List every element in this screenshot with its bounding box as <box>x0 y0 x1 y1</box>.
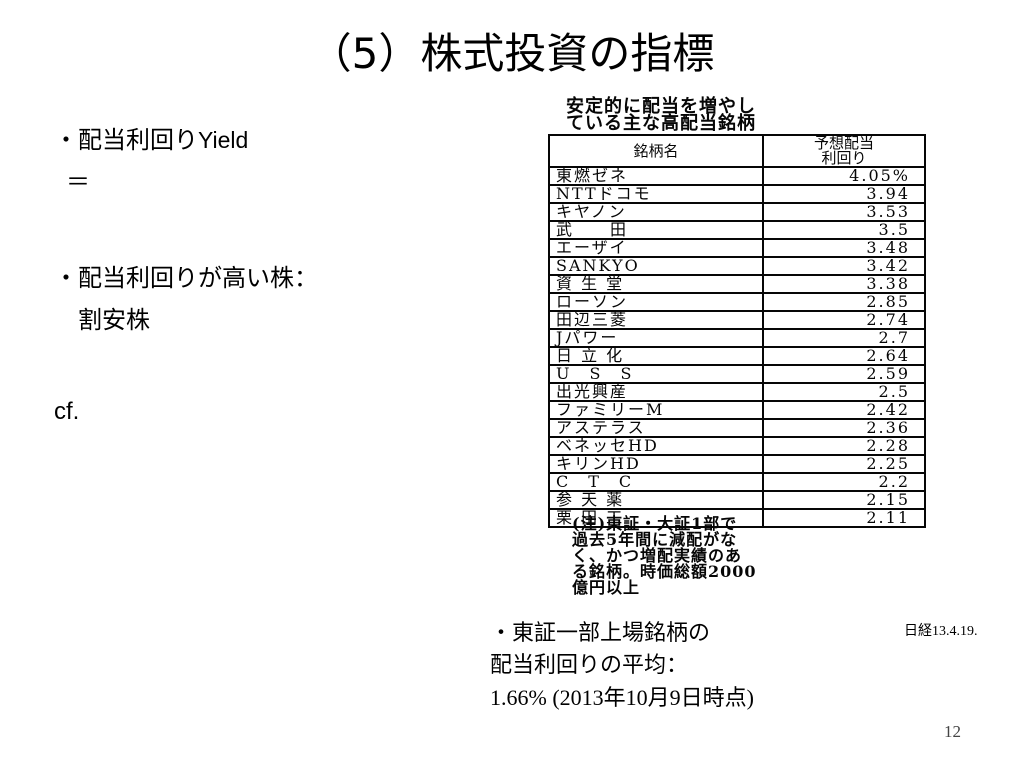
source-citation: 日経13.4.19. <box>904 624 978 639</box>
page-number: 12 <box>944 722 961 741</box>
stock-name: C T C <box>548 472 764 492</box>
stock-name: 栗 田 工 <box>548 508 764 528</box>
dividend-yield-value: 3.94 <box>762 184 926 204</box>
stock-name: アステラス <box>548 418 764 438</box>
dividend-yield-value: 2.28 <box>762 436 926 456</box>
equals-sign: ＝ <box>66 168 90 196</box>
stock-name: 出光興産 <box>548 382 764 402</box>
clipping-heading-line2: ている主な高配当銘柄 <box>566 113 756 134</box>
clipping-note-line5: 億円以上 <box>572 578 641 597</box>
stock-name: 東燃ゼネ <box>548 166 764 186</box>
bullet-yield-latin: Yield <box>198 127 249 153</box>
average-line2: 配当利回りの平均： <box>490 653 689 678</box>
stock-name: NTTドコモ <box>548 184 764 204</box>
dividend-yield-value: 2.36 <box>762 418 926 438</box>
stock-name: キヤノン <box>548 202 764 222</box>
clipping-heading: 安定的に配当を増やし ている主な高配当銘柄 <box>566 96 926 134</box>
clipping-note-line3: く、かつ増配実績のあ <box>572 546 743 565</box>
stock-name: U S S <box>548 364 764 384</box>
bullet-cf: cf. <box>54 398 80 425</box>
bullet-cheap-stock: 割安株 <box>78 306 150 334</box>
stock-name: ローソン <box>548 292 764 312</box>
stock-name: ファミリーM <box>548 400 764 420</box>
dividend-yield-value: 2.64 <box>762 346 926 366</box>
col-header-name: 銘柄名 <box>548 134 764 168</box>
clipping-note-line2: 過去5年間に減配がな <box>572 530 738 549</box>
stock-name: 武 田 <box>548 220 764 240</box>
dividend-yield-value: 3.42 <box>762 256 926 276</box>
stock-name: SANKYO <box>548 256 764 276</box>
clipping-note-line1: (注)東証・大証1部で <box>572 514 738 533</box>
clipping-heading-line1: 安定的に配当を増やし <box>566 96 756 117</box>
dividend-yield-value: 4.05% <box>762 166 926 186</box>
clipping-note: (注)東証・大証1部で 過去5年間に減配がな く、かつ増配実績のあ る銘柄。時価… <box>572 516 922 596</box>
dividend-yield-value: 2.15 <box>762 490 926 510</box>
dividend-yield-value: 3.53 <box>762 202 926 222</box>
dividend-yield-value: 2.2 <box>762 472 926 492</box>
col-header-yield-line1: 予想配当 <box>813 134 874 152</box>
stock-name: ベネッセHD <box>548 436 764 456</box>
dividend-yield-value: 2.5 <box>762 382 926 402</box>
bullet-yield: ・配当利回りYield <box>54 122 248 158</box>
dividend-yield-value: 2.11 <box>762 508 926 528</box>
average-yield-note: ・東証一部上場銘柄の 配当利回りの平均： 1.66% (2013年10月9日時点… <box>490 618 910 714</box>
stock-name: 資 生 堂 <box>548 274 764 294</box>
col-header-yield-line2: 利回り <box>821 149 867 167</box>
average-line3: 1.66% (2013年10月9日時点) <box>490 685 754 710</box>
dividend-yield-value: 2.25 <box>762 454 926 474</box>
bullet-yield-label: ・配当利回り <box>54 126 198 154</box>
dividend-yield-value: 3.5 <box>762 220 926 240</box>
stock-name: キリンHD <box>548 454 764 474</box>
col-header-yield: 予想配当 利回り <box>762 134 926 168</box>
table-header-row: 銘柄名 予想配当 利回り <box>548 134 926 168</box>
stock-name: エーザイ <box>548 238 764 258</box>
dividend-yield-value: 3.38 <box>762 274 926 294</box>
slide-title: （5）株式投資の指標 <box>309 29 715 78</box>
stock-name: 参 天 薬 <box>548 490 764 510</box>
stock-name: 田辺三菱 <box>548 310 764 330</box>
average-line1: ・東証一部上場銘柄の <box>490 621 711 646</box>
bullet-high-yield: ・配当利回りが高い株： <box>54 264 318 292</box>
dividend-yield-value: 2.7 <box>762 328 926 348</box>
dividend-yield-value: 2.74 <box>762 310 926 330</box>
dividend-yield-value: 2.42 <box>762 400 926 420</box>
stock-name: Jパワー <box>548 328 764 348</box>
stock-name: 日 立 化 <box>548 346 764 366</box>
dividend-yield-value: 2.59 <box>762 364 926 384</box>
clipping-note-line4: る銘柄。時価総額2000 <box>572 562 757 581</box>
dividend-yield-value: 3.48 <box>762 238 926 258</box>
dividend-yield-value: 2.85 <box>762 292 926 312</box>
